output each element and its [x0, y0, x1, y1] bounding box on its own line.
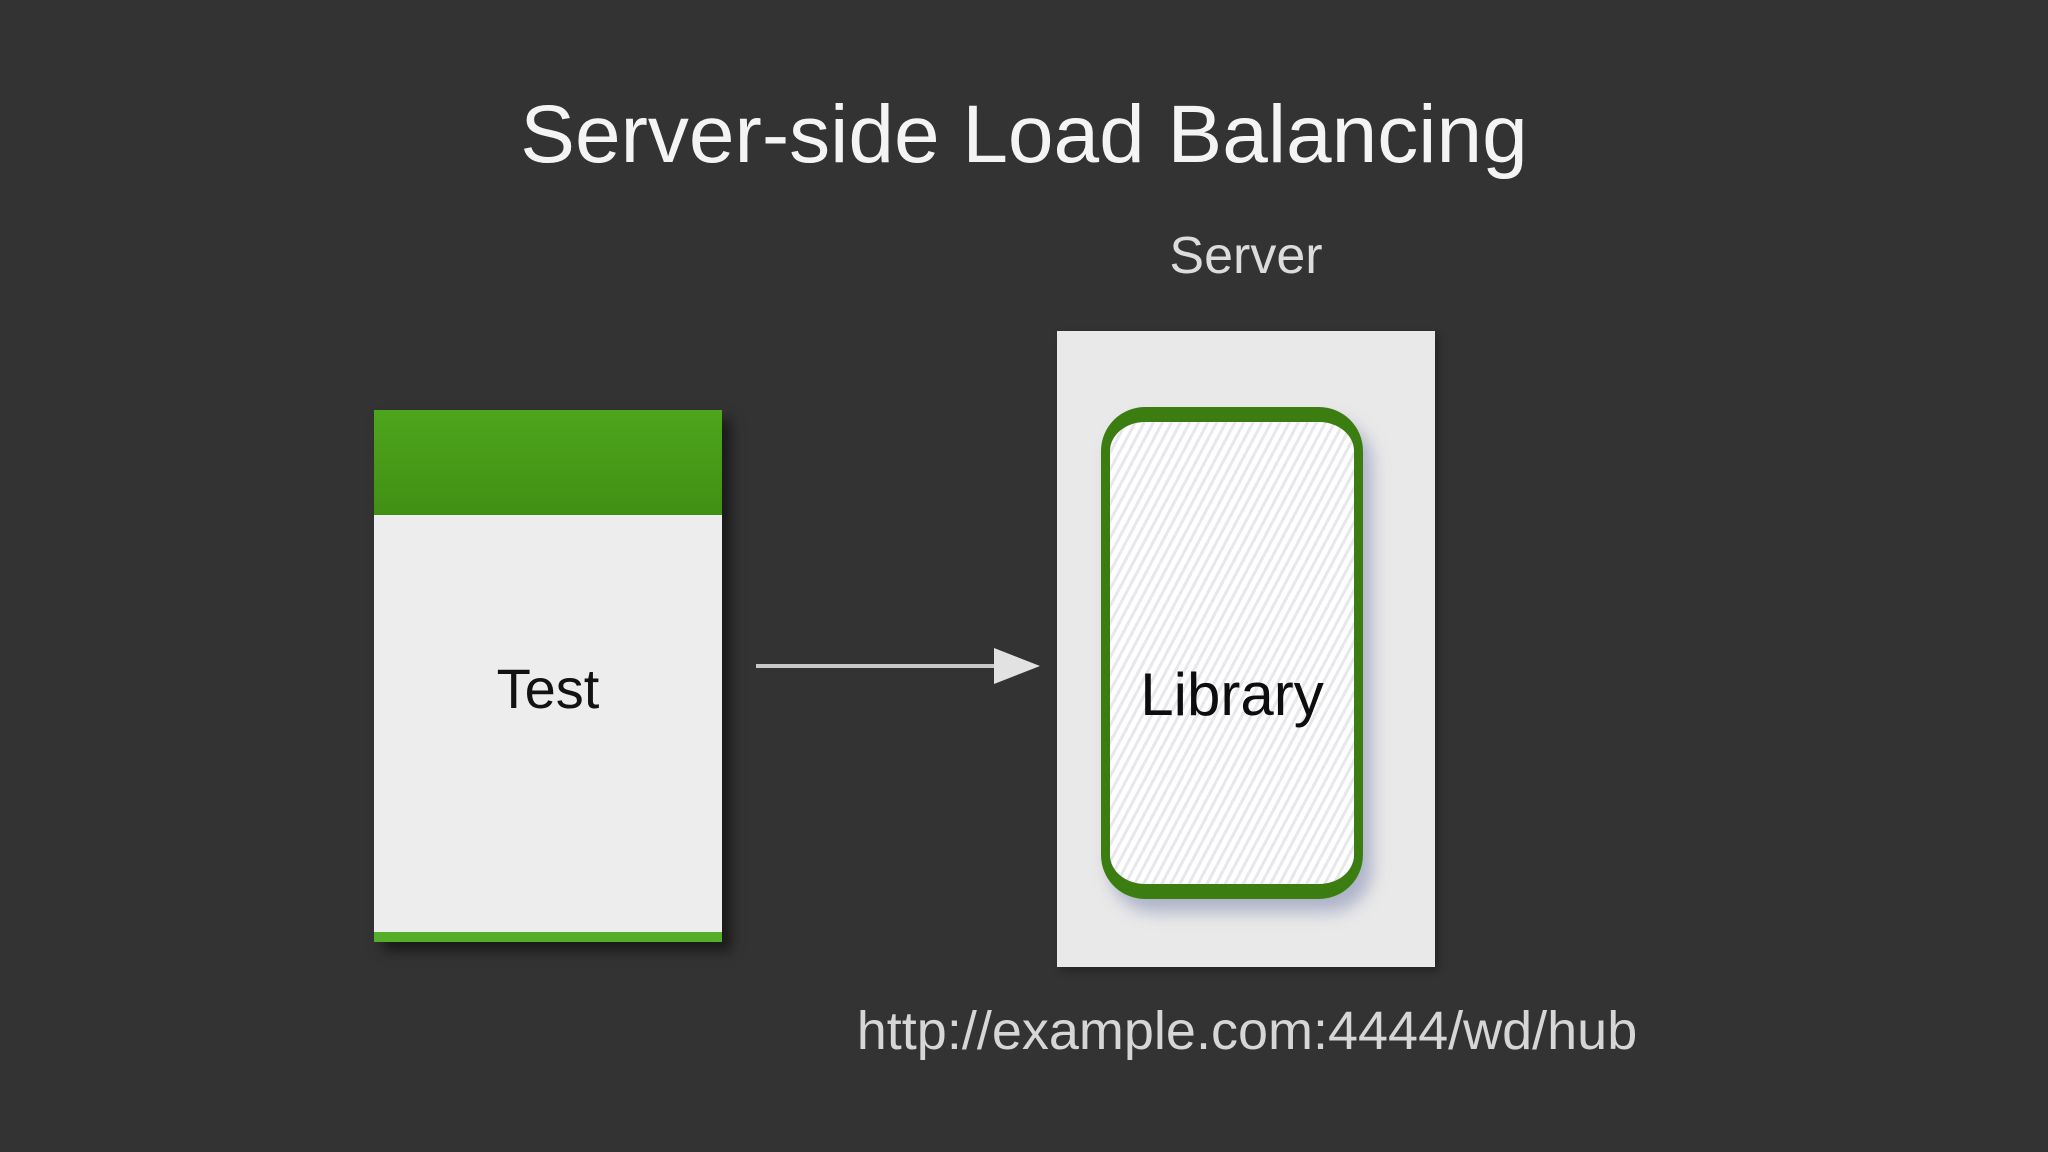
library-node-label: Library: [1140, 661, 1324, 728]
server-group-box: Library: [1057, 331, 1435, 967]
hub-url-text: http://example.com:4444/wd/hub: [856, 1001, 1638, 1061]
test-node: Test: [374, 410, 722, 942]
library-node: Library: [1101, 407, 1363, 899]
test-node-footer-bar: [374, 932, 722, 942]
slide-title: Server-side Load Balancing: [520, 89, 1528, 180]
test-node-header-bar: [374, 410, 722, 515]
test-to-server-arrow-icon: [756, 648, 1040, 684]
server-group-caption: Server: [1169, 227, 1323, 285]
test-node-label: Test: [496, 657, 600, 720]
